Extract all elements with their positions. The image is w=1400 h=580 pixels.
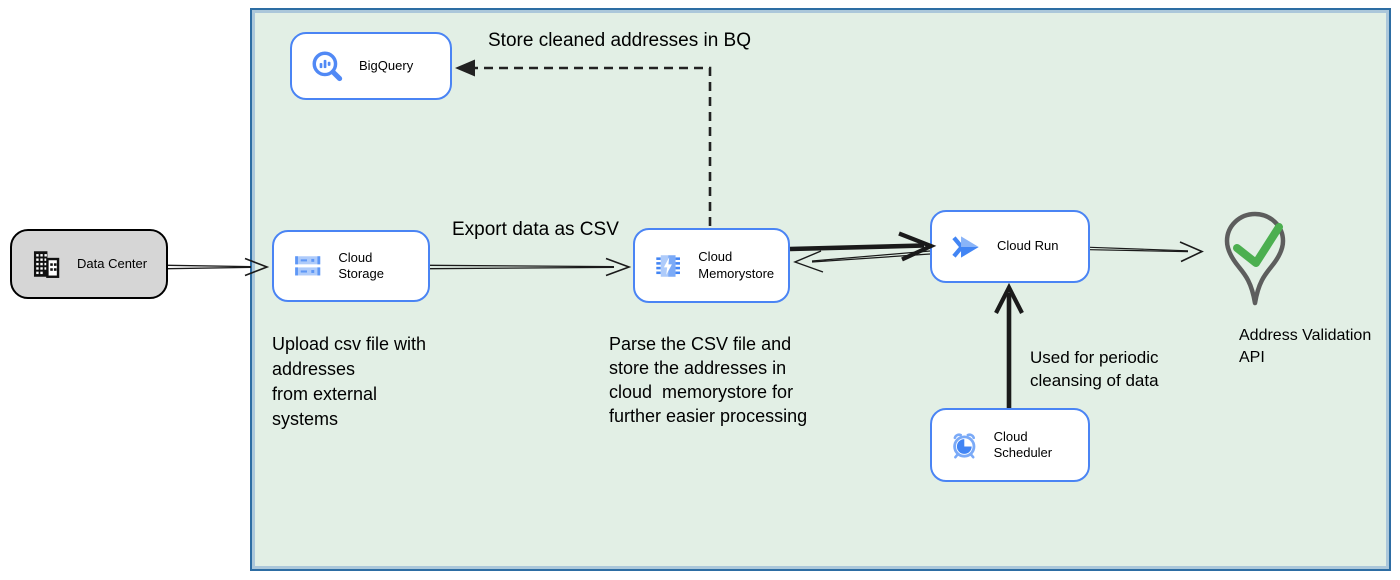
node-bigquery: BigQuery [290,32,452,100]
address-validation-label: Address Validation API [1239,327,1375,366]
node-cloud-run: Cloud Run [930,210,1090,283]
address-validation-pin [1222,210,1288,308]
annotation-store-cleaned-bq: Store cleaned addresses in BQ [488,30,751,51]
node-cloud-memorystore: Cloud Memorystore [633,228,790,303]
cloud-scheduler-icon [953,433,976,459]
node-cloud-storage: Cloud Storage [272,230,430,302]
annotation-upload-note: Upload csv file with addresses from exte… [272,334,427,429]
map-pin-check-icon [1224,211,1286,306]
annotation-periodic-note: Used for periodic cleansing of data [1030,348,1159,390]
node-label: Cloud Scheduler [993,428,1053,460]
node-label: Cloud Run [997,238,1059,254]
annotation-export-csv: Export data as CSV [452,219,619,240]
node-cloud-scheduler: Cloud Scheduler [930,408,1090,482]
node-label: Cloud Memorystore [698,249,775,281]
node-data-center: Data Center [10,229,168,299]
cloud-run-icon [952,235,979,258]
cloud-storage-icon [295,256,321,276]
node-label: Data Center [77,255,148,271]
cloud-memorystore-icon [656,254,680,277]
node-label: Cloud Storage [338,249,384,281]
data-center-icon [33,251,60,278]
bigquery-icon [312,51,343,82]
annotation-parse-note: Parse the CSV file and store the address… [609,334,808,426]
node-label: BigQuery [359,57,414,73]
gcp-boundary-container [250,8,1391,571]
